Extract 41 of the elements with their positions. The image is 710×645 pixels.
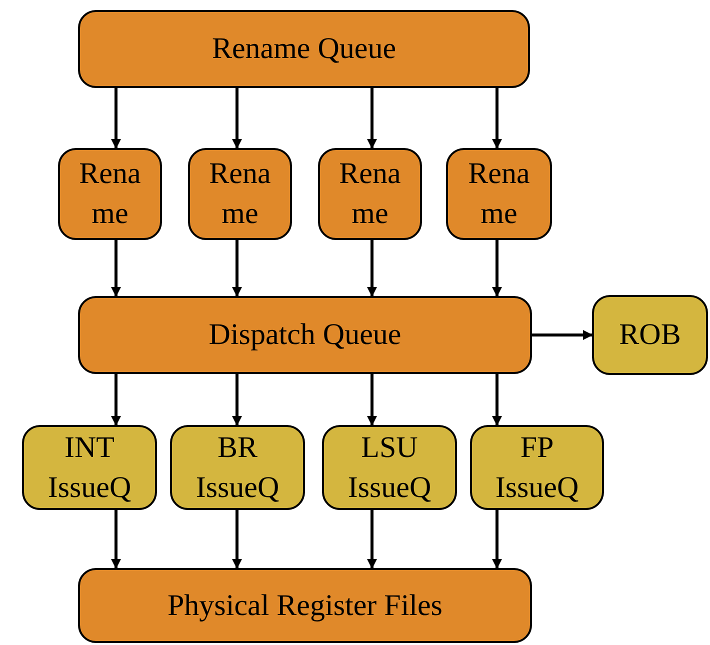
issue-queue-box — [322, 425, 457, 510]
arrow — [111, 240, 121, 297]
box-label: Rename — [79, 156, 141, 232]
arrow — [492, 374, 502, 426]
box-label: Dispatch Queue — [208, 317, 402, 353]
register-file-box — [78, 568, 532, 643]
arrow — [492, 88, 502, 149]
box-label: Rename — [468, 156, 530, 232]
arrow — [232, 240, 242, 297]
arrow — [492, 510, 502, 569]
arrow — [532, 330, 593, 340]
queue-box — [78, 10, 530, 88]
arrow — [367, 88, 377, 149]
arrow — [111, 374, 121, 426]
arrow — [367, 374, 377, 426]
arrow — [232, 510, 242, 569]
box-label: BR IssueQ — [194, 430, 280, 506]
box-label: Physical Register Files — [168, 588, 442, 624]
arrow — [232, 374, 242, 426]
box-label: FP IssueQ — [494, 430, 580, 506]
arrow — [232, 88, 242, 149]
issue-queue-box — [170, 425, 305, 510]
box-label: INT IssueQ — [46, 430, 132, 506]
arrow — [367, 240, 377, 297]
box-label: Rename — [339, 156, 401, 232]
box-label: LSU IssueQ — [346, 430, 432, 506]
issue-queue-box — [470, 425, 604, 510]
queue-box — [78, 296, 532, 374]
arrow — [492, 240, 502, 297]
arrow — [111, 510, 121, 569]
arrow — [111, 88, 121, 149]
stage-box — [188, 148, 292, 240]
box-label: ROB — [619, 317, 681, 353]
stage-box — [58, 148, 162, 240]
issue-queue-box — [22, 425, 157, 510]
box-label: Rename — [209, 156, 271, 232]
arrow — [367, 510, 377, 569]
stage-box — [318, 148, 422, 240]
box-label: Rename Queue — [212, 31, 396, 67]
buffer-box — [592, 295, 708, 375]
stage-box — [446, 148, 552, 240]
